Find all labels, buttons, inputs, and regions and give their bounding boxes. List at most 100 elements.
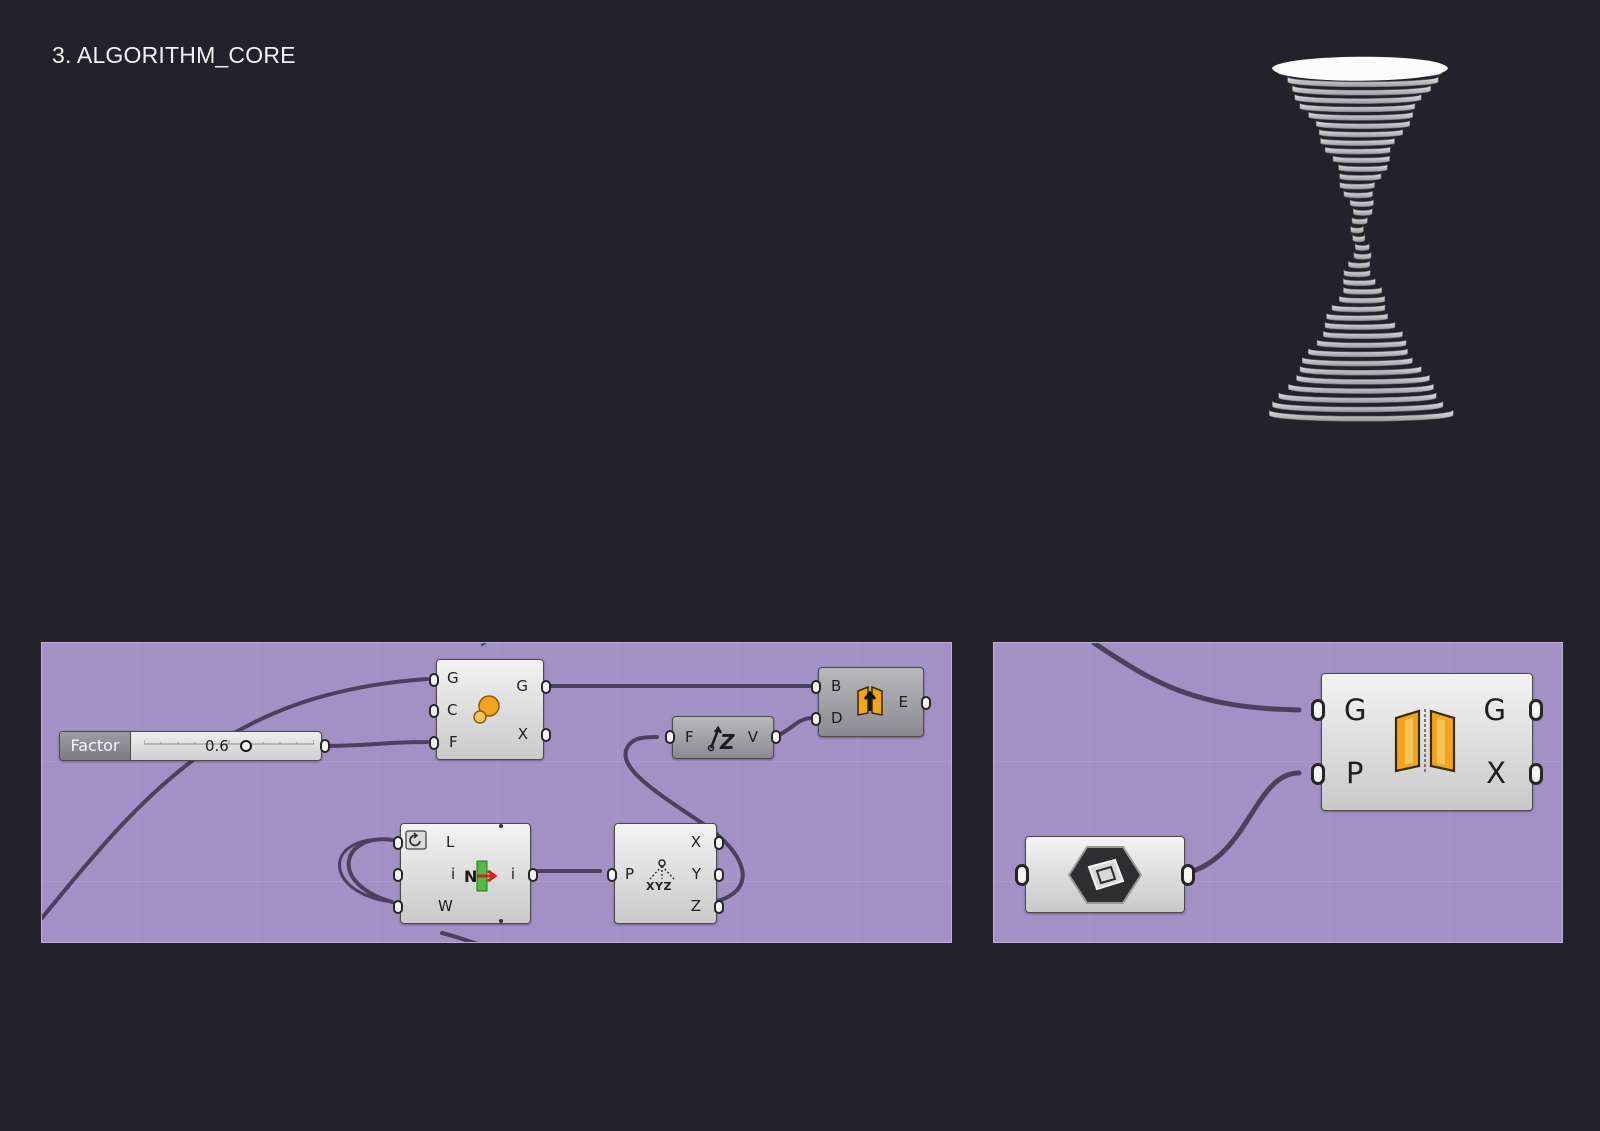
slider-value: 0.6 xyxy=(205,737,229,755)
preview-slice xyxy=(1339,181,1375,190)
output-grip-x[interactable] xyxy=(1529,763,1543,785)
output-label: V xyxy=(747,728,758,746)
preview-slice xyxy=(1332,155,1390,164)
input-grip-g[interactable] xyxy=(429,673,439,687)
list-item-icon: N xyxy=(464,860,498,892)
list-item-icon-text: N xyxy=(464,867,477,886)
preview-3d-render xyxy=(1268,56,1454,422)
deconstruct-point-icon: XYZ xyxy=(646,859,675,892)
preview-slice xyxy=(1320,137,1395,146)
preview-slice xyxy=(1338,164,1388,173)
slider-output-grip[interactable] xyxy=(320,739,330,753)
extrude-component[interactable]: B D E xyxy=(811,667,931,737)
preview-slice xyxy=(1296,374,1430,385)
input-label: P xyxy=(1346,756,1364,790)
preview-slice xyxy=(1324,146,1391,155)
preview-slice xyxy=(1315,120,1411,130)
input-grip-d[interactable] xyxy=(811,712,821,726)
input-label: i xyxy=(451,865,456,883)
input-label: G xyxy=(1344,693,1367,727)
input-grip-p[interactable] xyxy=(607,868,617,882)
bottom-dot xyxy=(499,919,503,923)
input-label: L xyxy=(446,833,455,851)
preview-slice xyxy=(1343,269,1371,278)
output-grip-g[interactable] xyxy=(541,680,551,694)
input-grip-f[interactable] xyxy=(665,730,675,744)
preview-slice xyxy=(1348,260,1371,269)
top-dot xyxy=(499,824,503,828)
output-grip[interactable] xyxy=(1181,864,1195,886)
input-grip-f[interactable] xyxy=(429,736,439,750)
input-label: D xyxy=(831,709,843,727)
unit-z-component[interactable]: F V Z xyxy=(665,716,781,759)
factor-slider[interactable]: Factor 0.6 xyxy=(59,731,330,761)
output-grip-x[interactable] xyxy=(541,728,551,742)
preview-slice xyxy=(1308,111,1413,121)
preview-slice xyxy=(1339,172,1382,181)
output-grip-x[interactable] xyxy=(714,836,724,850)
preview-slice xyxy=(1331,304,1386,313)
deconstruct-point-component[interactable]: P X Y Z XYZ xyxy=(607,823,724,924)
preview-slice xyxy=(1351,216,1368,225)
output-label: Z xyxy=(690,897,701,915)
mirror-component[interactable]: G P G X xyxy=(1311,673,1543,811)
preview-slice xyxy=(1318,129,1404,138)
preview-slice xyxy=(1272,400,1444,413)
input-label: C xyxy=(447,701,458,719)
input-grip-i[interactable] xyxy=(393,868,403,882)
preview-slice xyxy=(1299,102,1416,113)
output-label: G xyxy=(516,677,528,695)
slider-knob[interactable] xyxy=(240,740,252,752)
preview-slice xyxy=(1349,199,1374,208)
deconstruct-icon-text: XYZ xyxy=(646,880,672,892)
preview-slice xyxy=(1294,94,1422,104)
output-label: E xyxy=(898,693,908,711)
unit-z-icon: Z xyxy=(707,725,735,752)
output-grip-z[interactable] xyxy=(714,900,724,914)
output-grip-e[interactable] xyxy=(921,696,931,710)
output-grip-v[interactable] xyxy=(771,730,781,744)
output-label: Y xyxy=(691,865,701,883)
slider-label: Factor xyxy=(60,732,131,760)
wrap-toggle-icon[interactable] xyxy=(405,830,427,850)
scale-component[interactable]: G C F G X xyxy=(429,659,551,760)
input-label: P xyxy=(625,865,635,883)
input-grip-b[interactable] xyxy=(811,680,821,694)
input-grip-p[interactable] xyxy=(1311,763,1325,785)
input-label: B xyxy=(831,677,842,695)
output-label: G xyxy=(1483,693,1506,727)
plane-param-component[interactable] xyxy=(1015,836,1195,913)
preview-slice xyxy=(1326,313,1389,322)
output-label: i xyxy=(510,865,515,883)
input-grip-l[interactable] xyxy=(393,836,403,850)
preview-slice xyxy=(1343,190,1373,199)
preview-slice xyxy=(1316,339,1407,349)
input-grip-g[interactable] xyxy=(1311,699,1325,721)
list-item-component[interactable]: L i W i N xyxy=(393,823,538,924)
preview-slice xyxy=(1324,322,1396,330)
preview-slice xyxy=(1299,365,1422,376)
grasshopper-canvas-left[interactable]: Factor 0.6 G C F G X xyxy=(41,642,952,943)
output-label: X xyxy=(690,833,701,851)
preview-slice xyxy=(1288,383,1434,394)
preview-slice xyxy=(1343,278,1376,287)
preview-slice xyxy=(1354,243,1370,251)
output-grip-y[interactable] xyxy=(714,868,724,882)
mirror-icon xyxy=(1394,709,1456,773)
output-grip-i[interactable] xyxy=(528,868,538,882)
preview-slice xyxy=(1339,295,1386,304)
preview-slice xyxy=(1278,392,1437,404)
input-grip[interactable] xyxy=(1015,864,1029,886)
input-label: F xyxy=(449,733,458,751)
grasshopper-canvas-right[interactable]: G P G X xyxy=(993,642,1563,943)
slider-track[interactable] xyxy=(144,740,314,748)
preview-slice xyxy=(1343,286,1383,295)
preview-slice xyxy=(1287,76,1439,88)
input-label: W xyxy=(438,897,453,915)
extrude-icon xyxy=(857,685,883,716)
output-grip-g[interactable] xyxy=(1529,699,1543,721)
input-grip-c[interactable] xyxy=(429,704,439,718)
input-grip-w[interactable] xyxy=(393,900,403,914)
preview-slice xyxy=(1353,208,1373,216)
preview-slice xyxy=(1268,409,1454,422)
